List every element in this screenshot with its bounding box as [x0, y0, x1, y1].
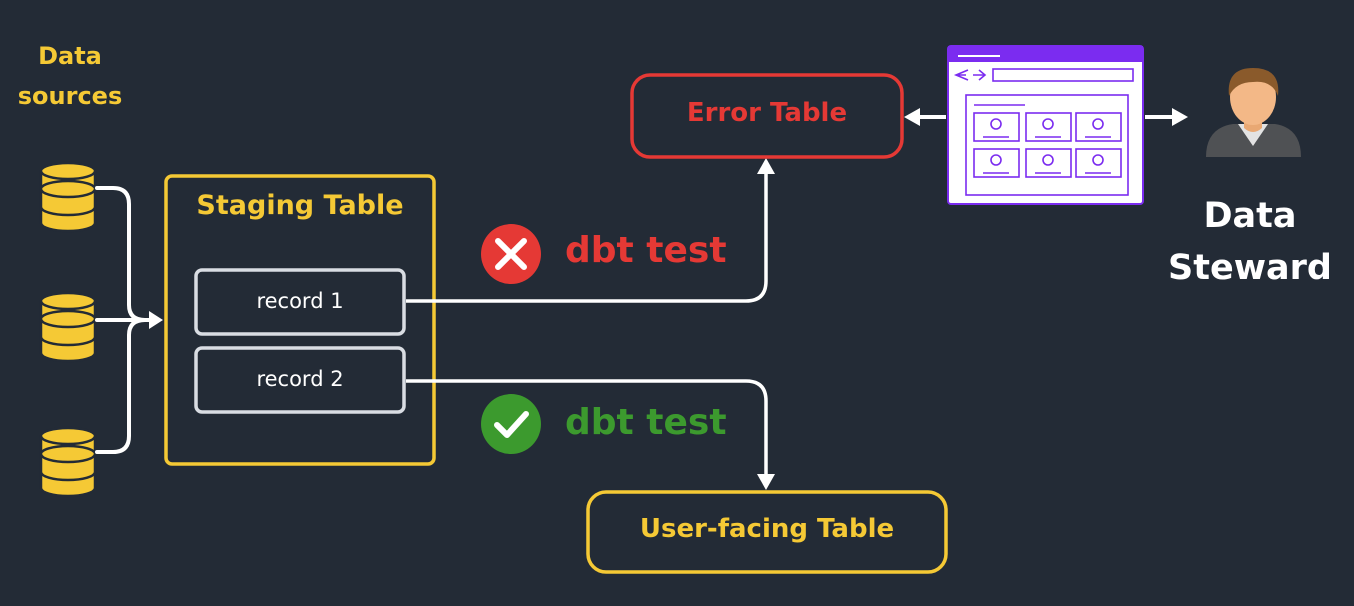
user-facing-table-label: User-facing Table [639, 514, 895, 544]
database-icon [39, 161, 97, 233]
data-sources-label: Data sources [10, 36, 130, 116]
error-table-label: Error Table [686, 98, 848, 128]
fail-path [406, 172, 768, 303]
database-icon [39, 291, 97, 363]
data-sources-line-2: sources [17, 82, 123, 110]
dbt-test-pass-label: dbt test [565, 402, 727, 443]
web-interface-icon [947, 45, 1144, 205]
error-table-box [630, 73, 904, 159]
staging-table-title: Staging Table [196, 190, 404, 221]
database-icon [39, 426, 97, 498]
record-1-box [194, 268, 406, 336]
record-1-label: record 1 [256, 289, 344, 313]
arrow-head [149, 311, 163, 329]
data-steward-label: Data Steward [1165, 190, 1335, 294]
dbt-test-fail-label: dbt test [565, 230, 727, 271]
arrow-head [757, 474, 775, 490]
data-steward-line-2: Steward [1168, 248, 1332, 288]
record-2-label: record 2 [256, 367, 344, 391]
x-circle-icon [481, 224, 541, 284]
user-facing-table-box [586, 490, 948, 574]
pass-path [406, 379, 768, 476]
check-circle-icon [481, 394, 541, 454]
arrow-head [904, 108, 920, 126]
user-avatar-icon [1206, 68, 1301, 157]
staging-table-box [164, 174, 436, 466]
arrow-head [757, 158, 775, 174]
record-2-box [194, 346, 406, 414]
data-sources-line-1: Data [38, 42, 102, 70]
source-connectors [95, 186, 157, 454]
arrow-head [1172, 108, 1188, 126]
data-steward-line-1: Data [1203, 196, 1297, 236]
